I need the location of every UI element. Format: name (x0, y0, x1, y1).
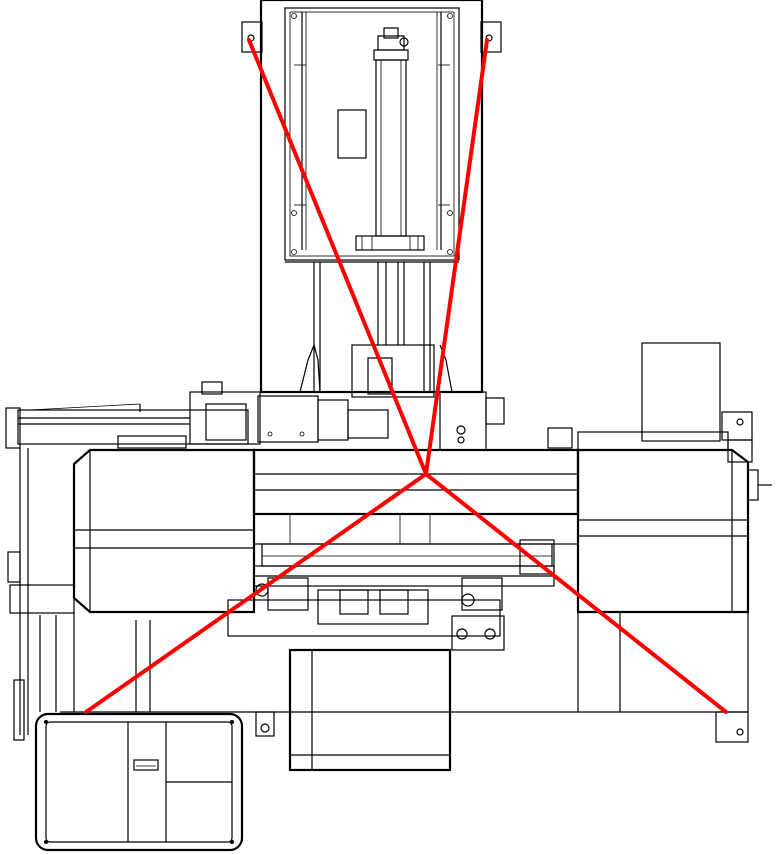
control-box (641, 342, 721, 442)
right-mount-hole (485, 34, 493, 42)
beam-lower-right (424, 472, 728, 714)
cylinder-base (355, 235, 425, 251)
left-feed-arm (5, 381, 505, 741)
carriage-plate (284, 7, 460, 261)
window-slot (337, 109, 367, 159)
tower-frame (259, 0, 484, 394)
base-frame (227, 599, 501, 637)
laser-beams (84, 38, 728, 714)
beam-upper-right (424, 38, 489, 476)
clamp-block (439, 391, 487, 451)
right-housing (576, 448, 750, 614)
operator-panel (34, 712, 244, 852)
upper-tower (241, 0, 502, 398)
beam-upper-left (247, 38, 428, 476)
right-mount-tab (480, 21, 502, 53)
left-housing (72, 448, 256, 614)
left-jaw (267, 577, 309, 611)
beam-lower-left (84, 472, 428, 714)
main-body (60, 342, 772, 772)
right-foot (715, 711, 749, 743)
panel-housing (34, 712, 244, 852)
feed-rail (17, 409, 249, 445)
cylinder-body (375, 59, 407, 237)
roller-table (261, 543, 553, 567)
coolant-tank (288, 648, 452, 772)
right-jaw (461, 577, 503, 611)
